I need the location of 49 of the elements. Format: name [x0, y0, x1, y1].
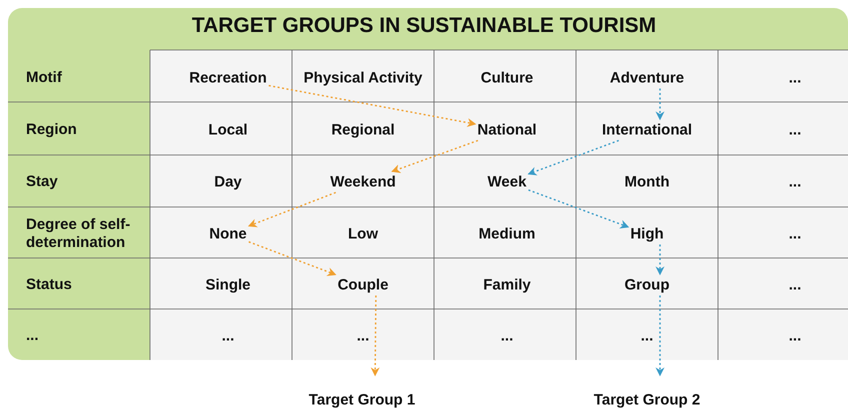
- cell-value: ...: [788, 226, 802, 242]
- title: TARGET GROUPS IN SUSTAINABLE TOURISM: [190, 14, 658, 38]
- cell-value: Local: [208, 122, 248, 138]
- row-header: Region: [26, 121, 148, 139]
- arrow: [656, 244, 664, 276]
- cell-value: National: [477, 122, 537, 138]
- cell-value: ...: [640, 328, 654, 344]
- cell-value: Culture: [480, 70, 534, 86]
- cell-value: Couple: [338, 276, 388, 294]
- row-header: Degree of self-determination: [26, 216, 148, 252]
- row-header: Stay: [26, 173, 148, 191]
- arrow: [528, 140, 619, 176]
- arrow: [248, 192, 336, 228]
- cell-value: ...: [222, 328, 234, 344]
- cell-value: Recreation: [189, 70, 267, 86]
- cell-value: Family: [483, 276, 531, 294]
- cell-value: ...: [788, 276, 802, 294]
- cell-value: Medium: [478, 226, 536, 242]
- cell-value: Adventure: [610, 70, 684, 86]
- cell-value: Month: [624, 174, 670, 190]
- arrow: [656, 88, 664, 120]
- cell-value: Single: [206, 276, 250, 294]
- cell-value: Physical Activity: [304, 70, 422, 86]
- cell-value: Day: [214, 174, 242, 190]
- row-header: Status: [26, 276, 148, 294]
- cell-value: None: [209, 226, 247, 242]
- cell-value: ...: [500, 328, 514, 344]
- arrow: [248, 241, 336, 276]
- target-group-label: Target Group 1: [308, 392, 416, 408]
- cell-value: ...: [356, 328, 370, 344]
- cell-value: Regional: [331, 122, 395, 138]
- cell-value: ...: [788, 328, 802, 344]
- cell-value: ...: [788, 174, 802, 190]
- arrow: [528, 189, 630, 228]
- cell-value: International: [602, 122, 692, 138]
- cell-value: Group: [624, 276, 670, 294]
- row-header: Motif: [26, 69, 148, 87]
- arrow: [370, 296, 380, 376]
- arrow: [656, 296, 664, 376]
- cell-value: ...: [788, 122, 802, 138]
- arrow: [268, 84, 476, 128]
- row-header: ...: [26, 327, 148, 345]
- cell-value: Week: [488, 174, 526, 190]
- cell-value: High: [630, 226, 664, 242]
- cell-value: ...: [788, 70, 802, 86]
- target-group-label: Target Group 2: [594, 392, 700, 408]
- arrow: [391, 140, 478, 173]
- cell-value: Low: [348, 226, 378, 242]
- cell-value: Weekend: [330, 174, 396, 190]
